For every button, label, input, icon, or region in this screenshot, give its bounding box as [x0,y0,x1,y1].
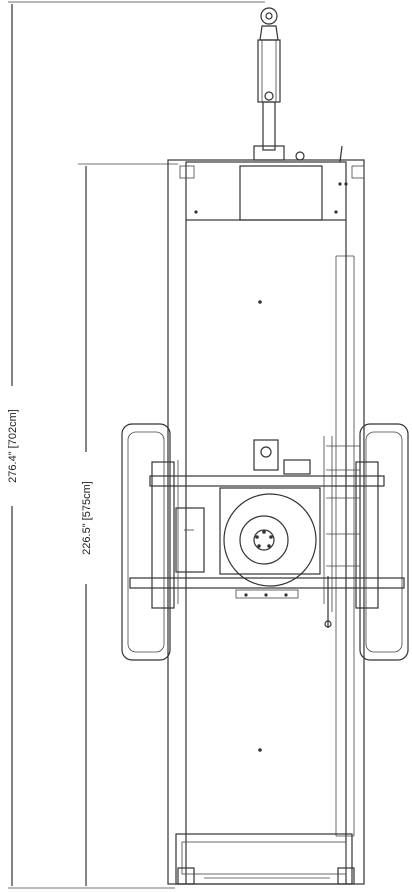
front-storage-box [179,161,365,221]
safety-chain-hook [295,151,305,161]
lug-nut-2 [269,535,273,539]
rear-right-caster [337,867,355,885]
overall-length-label: 276.4" [702cm] [7,409,19,483]
front-box-lid [239,165,323,221]
front-axle-beam [149,475,385,487]
front-box-rivet-1 [338,182,342,186]
left-tire-inner [127,431,165,653]
lug-nut-4 [257,544,261,548]
tongue-jack [257,39,281,103]
wheel-mount-frame [219,487,321,575]
frame-length-label: 226.5" [575cm] [81,481,93,555]
front-right-corner [351,165,365,179]
rear-axle-beam [129,577,405,589]
tongue-and-hitch [253,7,343,163]
winch-plate [283,459,311,475]
tongue-mount-plate [253,145,285,161]
wheel-hub [253,529,275,551]
coupler-body [259,25,279,41]
right-tire-outline [359,423,409,661]
left-fender-bracket [151,461,175,609]
rear-left-caster [177,867,195,885]
front-box-rivet-2 [344,182,348,186]
right-fender [355,423,409,661]
lug-nut-1 [262,530,266,534]
antenna-rod [339,145,343,163]
right-fender-bracket [355,461,379,609]
under-bracket-bolt-1 [244,593,248,597]
frame-marker-upper [258,300,262,304]
left-side-panel [175,507,205,573]
right-tire-inner [365,431,403,653]
hitch-coupler-ring [260,7,278,25]
winch-assembly [235,439,311,599]
frame-length-dimension: 226.5" [575cm] [78,163,178,886]
wheel-inner-rim [239,515,289,565]
center-wheel-assembly [175,487,321,587]
under-axle-brackets [235,589,299,599]
adjustment-lever-knob [324,620,332,628]
lug-nut-5 [255,535,259,539]
winch-body [253,439,279,471]
lug-nut-3 [267,544,271,548]
under-bracket-bolt-3 [284,593,288,597]
left-fender [121,423,175,661]
frame-marker-lower [258,748,262,752]
frame-outline [167,159,365,885]
under-bracket-bolt-2 [264,593,268,597]
front-box-rivet-4 [334,210,338,214]
front-left-corner [179,165,195,179]
main-frame [167,159,365,885]
left-tire-outline [121,423,171,661]
front-box-rivet-3 [194,210,198,214]
axle-assembly [129,436,405,628]
rear-bumper [175,833,355,885]
overall-length-dimension: 276.4" [702cm] [7,1,265,889]
jack-handle [264,91,274,101]
tongue-beam [262,101,276,151]
rear-box-outline [175,833,353,885]
wheel-outer-rim [223,493,317,587]
hitch-coupler-pin [265,12,273,20]
rear-box-inner [181,841,347,875]
winch-drum [260,446,272,458]
